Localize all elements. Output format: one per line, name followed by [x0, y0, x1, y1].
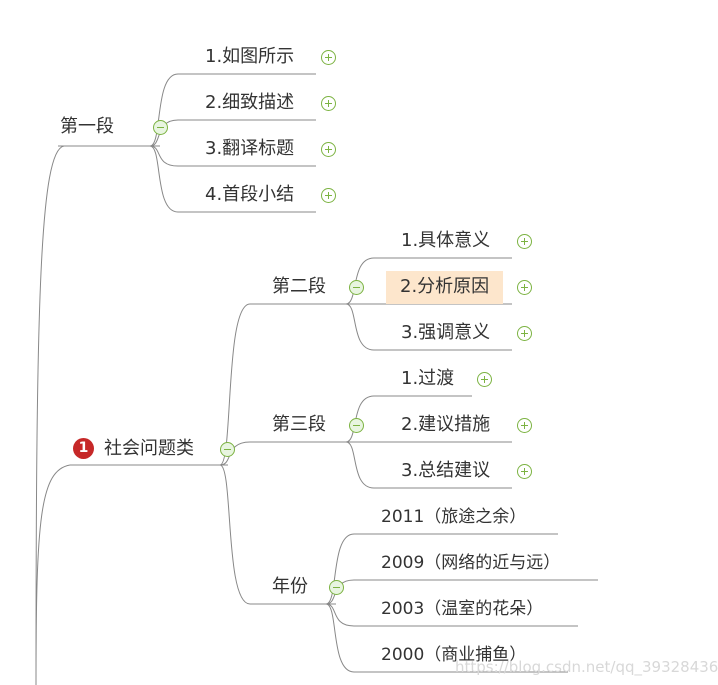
- collapse-icon[interactable]: [349, 418, 364, 433]
- collapse-icon[interactable]: [329, 580, 344, 595]
- collapse-icon[interactable]: [349, 280, 364, 295]
- expand-icon[interactable]: [517, 234, 532, 249]
- topic-para2[interactable]: 第二段: [272, 276, 326, 297]
- subtopic-para2-2-selected[interactable]: 2.分析原因: [386, 271, 504, 304]
- subtopic-year-2003[interactable]: 2003（温室的花朵）: [381, 599, 544, 619]
- subtopic-para3-2[interactable]: 2.建议措施: [401, 414, 491, 435]
- root-topic[interactable]: 社会问题类: [104, 438, 194, 459]
- subtopic-para1-3[interactable]: 3.翻译标题: [205, 138, 295, 159]
- connector-27: [345, 441, 375, 489]
- expand-icon[interactable]: [321, 188, 336, 203]
- connector-1: [35, 145, 65, 685]
- expand-icon[interactable]: [517, 326, 532, 341]
- subtopic-year-2009[interactable]: 2009（网络的近与远）: [381, 553, 561, 573]
- subtopic-year-2000[interactable]: 2000（商业捕鱼）: [381, 645, 527, 665]
- connector-12: [219, 303, 251, 466]
- connector-30: [325, 533, 355, 605]
- priority-badge: 1: [73, 438, 94, 459]
- subtopic-para2-1[interactable]: 1.具体意义: [401, 230, 491, 251]
- expand-icon[interactable]: [517, 464, 532, 479]
- subtopic-para3-1[interactable]: 1.过渡: [401, 368, 455, 389]
- subtopic-para1-4[interactable]: 4.首段小结: [205, 184, 295, 205]
- subtopic-para2-3[interactable]: 3.强调意义: [401, 322, 491, 343]
- collapse-icon[interactable]: [220, 442, 235, 457]
- connector-20: [345, 303, 375, 351]
- subtopic-para3-3[interactable]: 3.总结建议: [401, 460, 491, 481]
- expand-icon[interactable]: [477, 372, 492, 387]
- topic-para1[interactable]: 第一段: [60, 116, 114, 137]
- expand-icon[interactable]: [517, 418, 532, 433]
- expand-icon[interactable]: [321, 96, 336, 111]
- connector-10: [149, 145, 179, 213]
- expand-icon[interactable]: [321, 50, 336, 65]
- connector-0: [35, 464, 71, 685]
- topic-para3[interactable]: 第三段: [272, 414, 326, 435]
- subtopic-para1-2[interactable]: 2.细致描述: [205, 92, 295, 113]
- connector-4: [149, 73, 179, 147]
- expand-icon[interactable]: [321, 142, 336, 157]
- connector-14: [219, 464, 251, 605]
- topic-years[interactable]: 年份: [272, 576, 308, 597]
- collapse-icon[interactable]: [153, 120, 168, 135]
- subtopic-year-2011[interactable]: 2011（旅途之余）: [381, 507, 527, 527]
- connector-36: [325, 603, 355, 673]
- watermark: https://blog.csdn.net/qq_39328436: [455, 658, 718, 676]
- expand-icon[interactable]: [517, 280, 532, 295]
- subtopic-para1-1[interactable]: 1.如图所示: [205, 46, 295, 67]
